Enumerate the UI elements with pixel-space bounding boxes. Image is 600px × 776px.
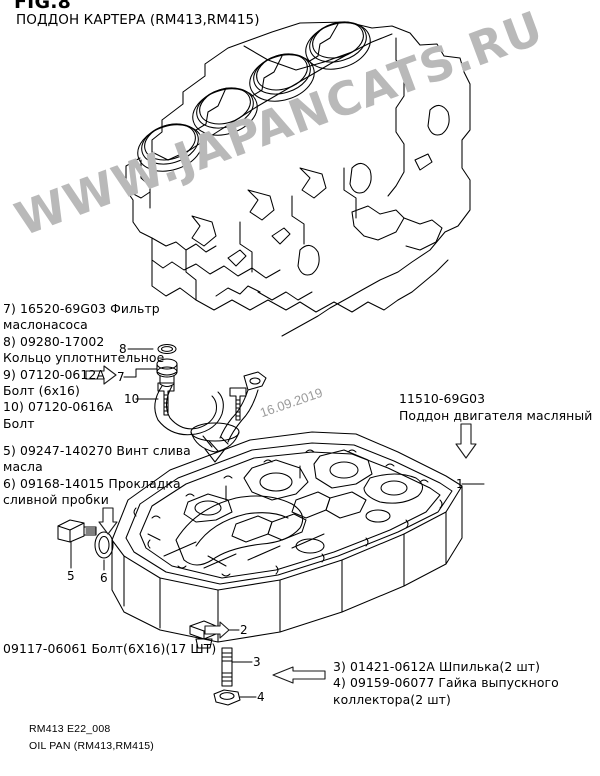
oil-strainer-illustration (154, 343, 267, 463)
parts-note-lower-left: 5) 09247-140270 Винт слива масла 6) 0916… (3, 443, 191, 508)
engine-block-illustration (125, 21, 471, 337)
bolt-9-illustration (229, 387, 247, 421)
pointer-arrows (85, 365, 477, 684)
oil-pan-illustration (111, 431, 463, 643)
parts-note-upper-left: 7) 16520-69G03 Фильтр маслонасоса 8) 092… (3, 301, 165, 431)
parts-note-oil-pan: 11510-69G03 Поддон двигателя масляный (399, 391, 593, 423)
callout-4: 4 (257, 690, 265, 704)
drain-gasket-illustration (94, 531, 114, 559)
callout-2: 2 (240, 623, 248, 637)
callout-3: 3 (253, 655, 261, 669)
figure-title: FIG.8 (14, 0, 72, 13)
callout-1: 1 (456, 477, 464, 491)
parts-note-bottom-right: 3) 01421-0612A Шпилька(2 шт) 4) 09159-06… (333, 659, 559, 707)
bolt-10-illustration (157, 382, 175, 416)
callout-10: 10 (124, 392, 140, 406)
stud-3-illustration (221, 647, 233, 687)
footer-name: OIL PAN (RM413,RM415) (29, 740, 154, 752)
page-subtitle: ПОДДОН КАРТЕРА (RM413,RM415) (16, 12, 260, 28)
footer-code: RM413 E22_008 (29, 723, 111, 735)
callout-8: 8 (119, 342, 127, 356)
callout-7: 7 (117, 370, 125, 384)
callout-5: 5 (67, 569, 75, 583)
parts-note-bolt: 09117-06061 Болт(6X16)(17 ШТ) (3, 641, 217, 656)
drain-screw-illustration (57, 519, 97, 543)
callout-6: 6 (100, 571, 108, 585)
nut-4-illustration (213, 689, 241, 706)
